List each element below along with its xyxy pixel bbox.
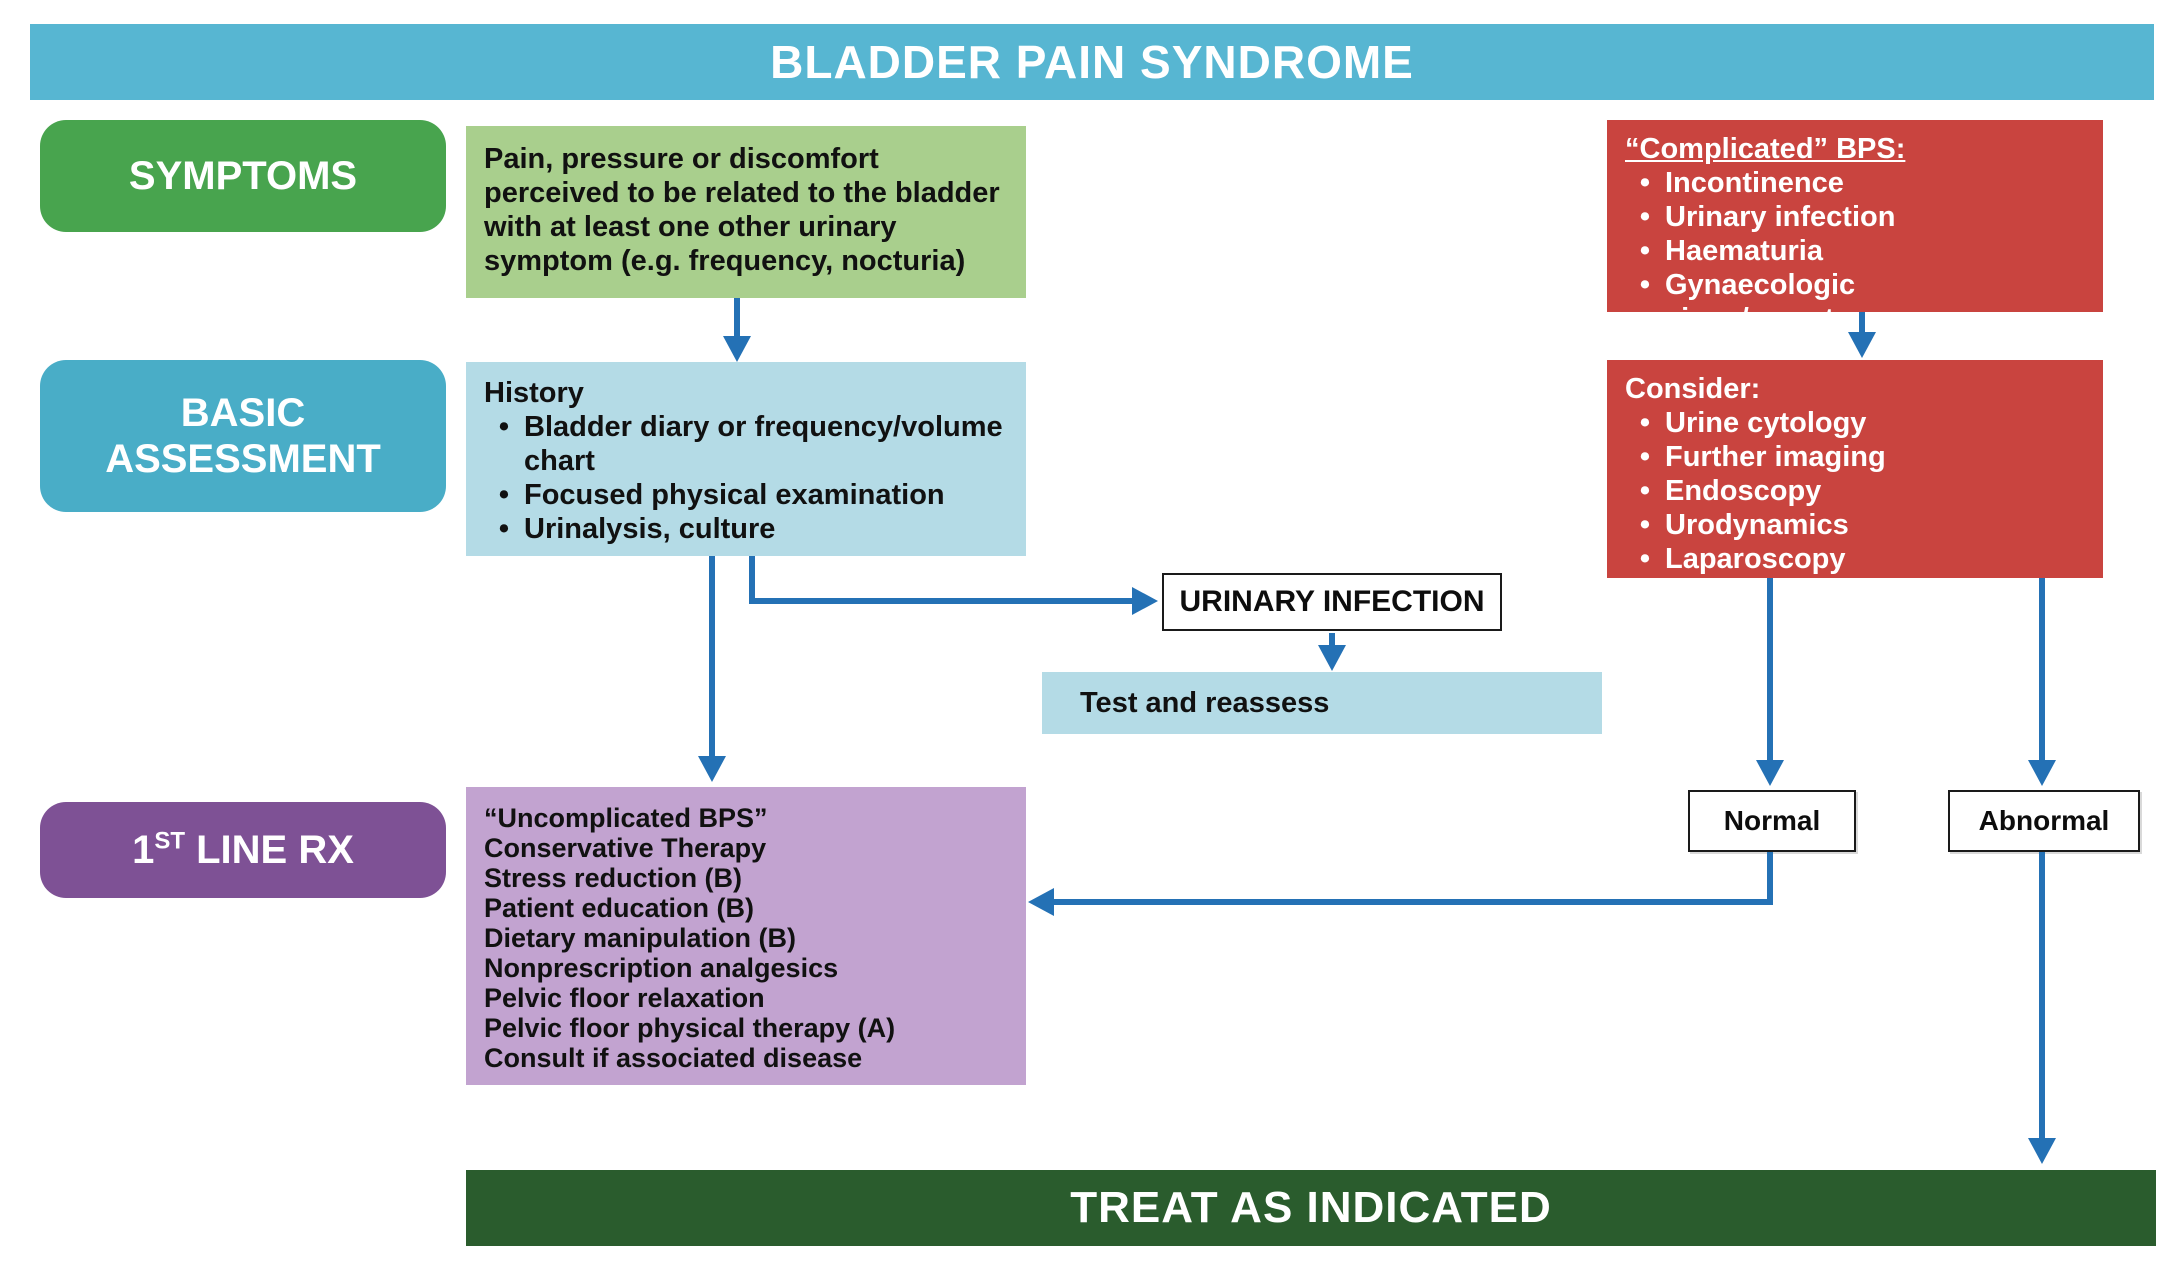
treat-as-indicated-bar: TREAT AS INDICATED [466,1170,2156,1246]
rx-ordinal: ST [154,827,185,855]
arrow-left-icon [1028,888,1054,916]
history-bullet-1: Bladder diary or frequency/volume chart [524,411,1003,477]
consider-box: Consider: • Urine cytology • Further imagi… [1607,360,2103,578]
consider-bullet-4: Urodynamics [1665,509,1849,541]
arrow-down-icon [698,756,726,782]
arrow-line [2039,852,2045,1140]
list-item: • Laparoscopy [1625,542,2087,576]
complicated-bps-heading: “Complicated” BPS: [1625,133,1906,165]
arrow-line [1859,312,1865,336]
basic-assessment-label-text: BASIC ASSESSMENT [105,391,381,481]
complicated-bullet-3: Haematuria [1665,235,1823,267]
bullet-icon: • [1639,269,1651,301]
uncomplicated-line-1: “Uncomplicated BPS” [484,803,768,833]
normal-text: Normal [1723,805,1821,836]
bullet-icon: • [498,411,510,443]
complicated-bps-box: “Complicated” BPS: • Incontinence • Urinar… [1607,120,2103,335]
list-item: • Gynaecologic signs/symptoms [1625,268,2087,336]
history-heading: History [484,377,584,409]
bullet-icon: • [1639,167,1651,199]
bullet-icon: • [1639,441,1651,473]
bullet-icon: • [498,479,510,511]
complicated-bullet-1: Incontinence [1665,167,1844,199]
consider-bullet-3: Endoscopy [1665,475,1822,507]
list-item: • Urine cytology [1625,406,2087,440]
arrow-line [1767,852,1773,905]
uncomplicated-line-9: Consult if associated disease [484,1043,863,1073]
arrow-right-icon [1132,587,1158,615]
consider-bullet-1: Urine cytology [1665,407,1867,439]
bullet-icon: • [1639,201,1651,233]
bullet-icon: • [1639,475,1651,507]
arrow-line [709,556,715,758]
history-box: History • Bladder diary or frequency/volu… [466,362,1026,556]
rx-rest: LINE RX [185,828,354,872]
treat-as-indicated-text: TREAT AS INDICATED [1070,1183,1552,1232]
history-bullet-2: Focused physical examination [524,479,945,511]
consider-bullet-2: Further imaging [1665,441,1886,473]
bullet-icon: • [1639,235,1651,267]
bullet-icon: • [1639,407,1651,439]
uncomplicated-line-7: Pelvic floor relaxation [484,983,765,1013]
first-line-rx-label-text: 1ST LINE RX [132,827,354,873]
uncomplicated-line-6: Nonprescription analgesics [484,953,839,983]
complicated-bullet-2: Urinary infection [1665,201,1896,233]
symptoms-description-box: Pain, pressure or discomfort perceived t… [466,126,1026,298]
symptoms-label-text: SYMPTOMS [128,154,358,198]
list-item: • Focused physical examination [484,478,1016,512]
test-and-reassess-text: Test and reassess [1080,686,1330,719]
rx-number: 1 [132,828,155,872]
bullet-icon: • [1639,509,1651,541]
bullet-icon: • [498,513,510,545]
uncomplicated-line-3: Stress reduction (B) [484,863,743,893]
urinary-infection-text: URINARY INFECTION [1179,585,1485,618]
abnormal-text: Abnormal [1978,805,2110,836]
flowchart-title-bar: BLADDER PAIN SYNDROME [30,24,2154,100]
uncomplicated-line-5: Dietary manipulation (B) [484,923,797,953]
arrow-line [734,298,740,340]
arrow-line [2039,578,2045,760]
list-item: • Haematuria [1625,234,2087,268]
consider-bullet-5: Laparoscopy [1665,543,1846,575]
consider-heading: Consider: [1625,373,1761,405]
urinary-infection-box: URINARY INFECTION [1162,573,1502,631]
stage-label-symptoms: SYMPTOMS [40,120,446,232]
bullet-icon: • [1639,543,1651,575]
arrow-down-icon [1318,645,1346,671]
list-item: • Endoscopy [1625,474,2087,508]
uncomplicated-line-4: Patient education (B) [484,893,755,923]
history-bullet-3: Urinalysis, culture [524,513,776,545]
arrow-down-icon [723,336,751,362]
arrow-line [749,598,1133,604]
uncomplicated-line-8: Pelvic floor physical therapy (A) [484,1013,896,1043]
uncomplicated-line-2: Conservative Therapy [484,833,767,863]
flowchart-title: BLADDER PAIN SYNDROME [770,36,1414,88]
list-item: • Incontinence [1625,166,2087,200]
arrow-down-icon [1848,332,1876,358]
list-item: • Bladder diary or frequency/volume chart [484,410,1016,478]
test-and-reassess-box: Test and reassess [1042,672,1602,734]
arrow-down-icon [2028,1138,2056,1164]
arrow-line [1767,578,1773,760]
normal-box: Normal [1688,790,1856,852]
arrow-down-icon [1756,760,1784,786]
stage-label-first-line-rx: 1ST LINE RX [40,802,446,898]
stage-label-basic-assessment: BASIC ASSESSMENT [40,360,446,512]
abnormal-box: Abnormal [1948,790,2140,852]
arrow-line [1329,633,1335,649]
arrow-line [749,556,755,604]
list-item: • Further imaging [1625,440,2087,474]
arrow-down-icon [2028,760,2056,786]
list-item: • Urinalysis, culture [484,512,1016,546]
arrow-line [1052,899,1773,905]
list-item: • Urodynamics [1625,508,2087,542]
list-item: • Urinary infection [1625,200,2087,234]
complicated-bullet-4: Gynaecologic signs/symptoms [1665,269,1894,335]
symptoms-description-text: Pain, pressure or discomfort perceived t… [484,143,1000,277]
uncomplicated-bps-box: “Uncomplicated BPS” Conservative Therapy… [466,787,1026,1085]
